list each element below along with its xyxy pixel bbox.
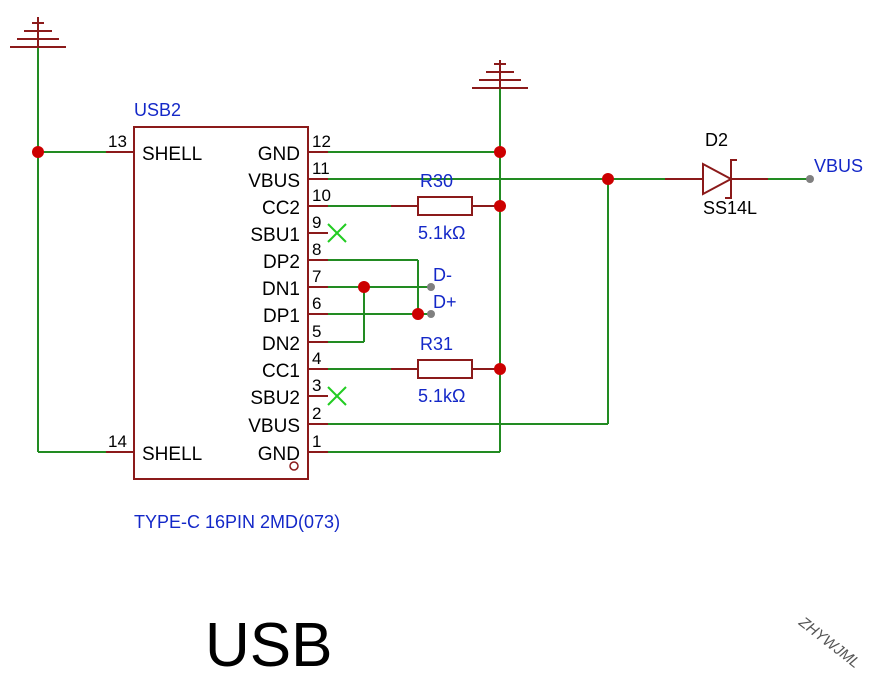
junction-dot [494, 146, 506, 158]
resistor-value: 5.1kΩ [418, 386, 465, 406]
no-connect-pin9 [327, 223, 347, 243]
diode-part: SS14L [703, 198, 757, 218]
resistor-r31: R31 5.1kΩ [391, 334, 497, 406]
pin1-marker [289, 461, 299, 471]
resistor-designator: R30 [420, 171, 453, 191]
pin-number: 10 [312, 186, 331, 205]
net-label-text: VBUS [814, 156, 863, 176]
junction-dot [412, 308, 424, 320]
pin-name: DP1 [263, 306, 300, 327]
pin-number: 3 [312, 376, 321, 395]
diode-designator: D2 [705, 130, 728, 150]
usb-designator: USB2 [134, 100, 181, 120]
left-pin-14: 14 SHELL [106, 432, 202, 465]
pin-number: 4 [312, 349, 321, 368]
net-port-dot [427, 310, 435, 318]
pin-number: 11 [312, 159, 330, 178]
pin-name: VBUS [248, 416, 300, 437]
pin-name: CC2 [262, 198, 300, 219]
pin-number: 5 [312, 322, 321, 341]
resistor-value: 5.1kΩ [418, 223, 465, 243]
right-pin-1: 1 GND [258, 432, 328, 465]
sheet-title: USB [205, 611, 332, 680]
usb-body [133, 126, 309, 480]
pin-name: VBUS [248, 171, 300, 192]
net-port-dot [427, 283, 435, 291]
net-label-dplus: D+ [427, 292, 457, 318]
right-pin-2: 2 VBUS [248, 404, 328, 437]
right-pin-12: 12 GND [258, 132, 331, 165]
usb-part-number: TYPE-C 16PIN 2MD(073) [134, 512, 340, 532]
junction-dot [602, 173, 614, 185]
pin-number: 14 [108, 432, 127, 451]
right-pin-7: 7 DN1 [262, 267, 328, 300]
pin-number: 7 [312, 267, 321, 286]
pin-name: SHELL [142, 444, 202, 465]
right-pin-9: 9 SBU1 [250, 213, 328, 246]
pin-name: CC1 [262, 361, 300, 382]
junction-dot [494, 363, 506, 375]
pin-number: 12 [312, 132, 331, 151]
junction-dot [358, 281, 370, 293]
diode-triangle [702, 162, 734, 196]
diode-d2: D2 SS14L [665, 130, 768, 218]
net-label-vbus: VBUS [806, 156, 863, 183]
resistor-body [417, 359, 473, 379]
ground-symbol-right [472, 60, 528, 89]
junction-dot [494, 200, 506, 212]
net-label-text: D- [433, 265, 452, 285]
pin-name: GND [258, 444, 300, 465]
pin-number: 1 [312, 432, 321, 451]
resistor-body [417, 196, 473, 216]
pin-name: SBU2 [250, 388, 300, 409]
pin-name: GND [258, 144, 300, 165]
right-pin-11: 11 VBUS [248, 159, 329, 192]
usb-connector: USB2 TYPE-C 16PIN 2MD(073) 13 SHELL 14 S… [106, 100, 340, 532]
pin-number: 9 [312, 213, 321, 232]
net-label-text: D+ [433, 292, 457, 312]
net-port-dot [806, 175, 814, 183]
right-pin-6: 6 DP1 [263, 294, 328, 327]
pin-number: 6 [312, 294, 321, 313]
resistor-r30: R30 5.1kΩ [391, 171, 497, 243]
pin-name: DN2 [262, 334, 300, 355]
right-pin-5: 5 DN2 [262, 322, 328, 355]
right-pin-3: 3 SBU2 [250, 376, 328, 409]
junction-dot [32, 146, 44, 158]
junctions [32, 146, 614, 375]
no-connect-pin3 [327, 386, 347, 406]
right-pin-4: 4 CC1 [262, 349, 328, 382]
net-label-dminus: D- [427, 265, 452, 291]
watermark: ZHYWJML [795, 613, 863, 672]
pin-name: SHELL [142, 144, 202, 165]
resistor-designator: R31 [420, 334, 453, 354]
pin-number: 8 [312, 240, 321, 259]
pin-number: 2 [312, 404, 321, 423]
pin-name: SBU1 [250, 225, 300, 246]
left-pin-13: 13 SHELL [106, 132, 202, 165]
pin-number: 13 [108, 132, 127, 151]
pin-name: DP2 [263, 252, 300, 273]
ground-symbol-left [10, 17, 66, 48]
pin-name: DN1 [262, 279, 300, 300]
right-pin-10: 10 CC2 [262, 186, 331, 219]
right-pin-8: 8 DP2 [263, 240, 328, 273]
